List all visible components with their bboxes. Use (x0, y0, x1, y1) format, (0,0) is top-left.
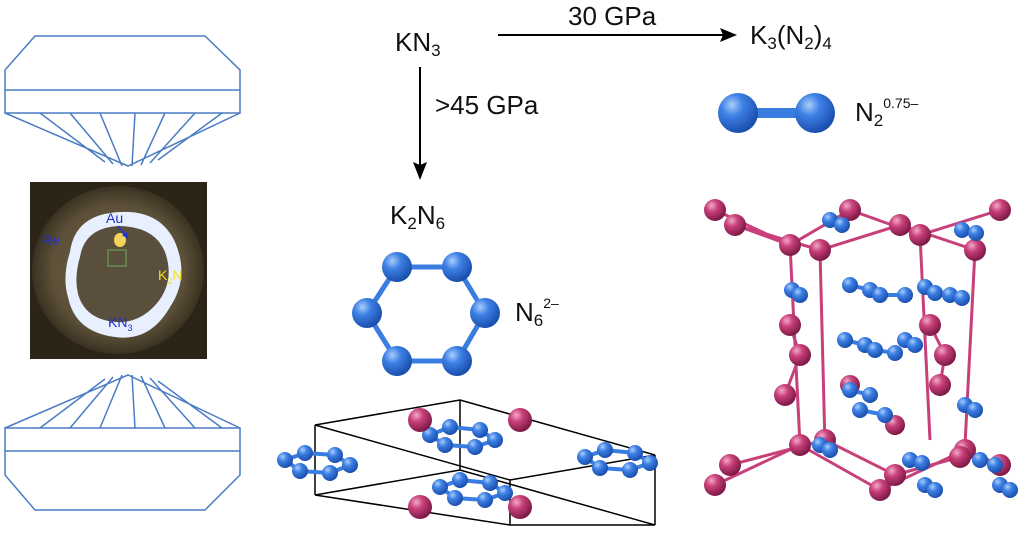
bottom-anvil (4, 374, 241, 511)
n2-dimer-model (718, 93, 835, 133)
sample-micrograph: Re Au K2N KN3 (30, 182, 207, 359)
product-k3n2-4: K3(N2)4 (750, 20, 832, 53)
top-anvil-diagram (4, 35, 241, 167)
n6-ring-model (352, 252, 500, 376)
re-label: Re (42, 232, 60, 248)
n2-ion-label: N20.75– (855, 95, 919, 130)
k3n2-4-structure (704, 199, 1018, 501)
au-label: Au (106, 210, 124, 226)
arrow-right (498, 28, 737, 42)
bottom-anvil-diagram (4, 374, 241, 511)
reactant-kn3: KN3 (395, 27, 441, 60)
kn3-photo-label: KN3 (108, 314, 133, 333)
pressure-30gpa: 30 GPa (568, 1, 657, 31)
n6-ion-label: N62– (515, 295, 559, 330)
k2n6-unit-cell (277, 399, 658, 526)
k2n6-label: K2N (158, 267, 183, 286)
au-arrow-icon (117, 225, 128, 239)
pressure-45gpa: >45 GPa (435, 90, 539, 120)
micrograph-image (32, 186, 204, 354)
arrow-down (413, 67, 427, 180)
product-k2n6: K2N6 (390, 200, 446, 233)
top-anvil (4, 35, 241, 167)
